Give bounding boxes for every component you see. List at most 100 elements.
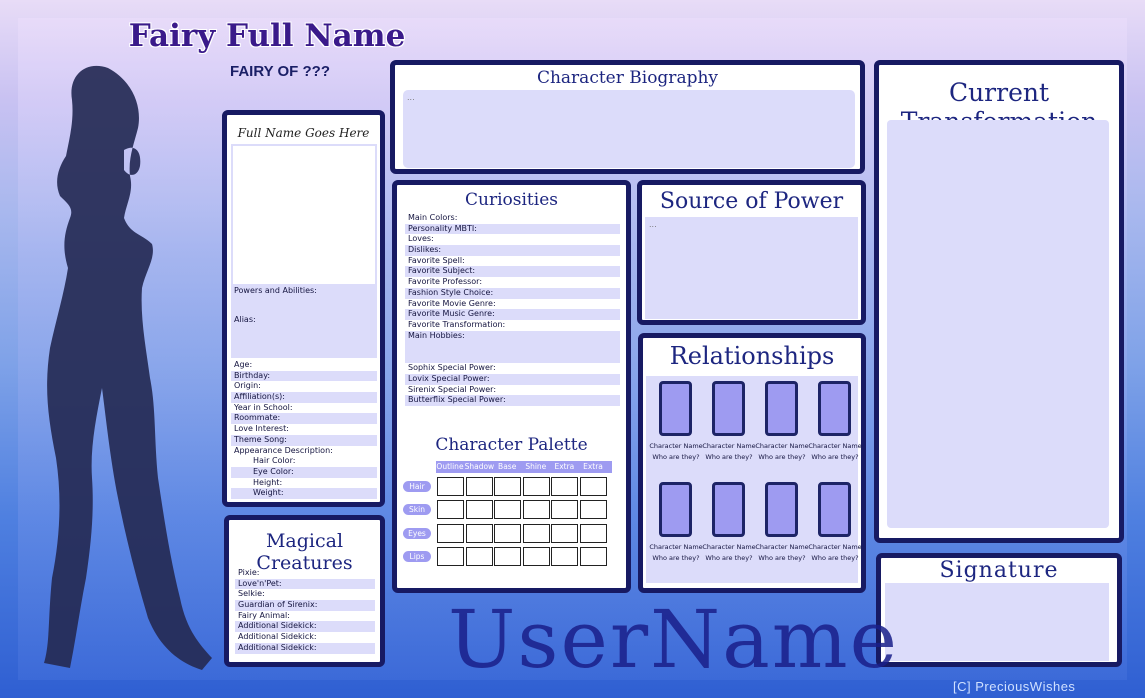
curiosity-field: Favorite Movie Genre: (408, 298, 496, 308)
biography-text: ... (407, 93, 415, 102)
relationship-portrait (659, 482, 692, 537)
curiosity-fields: Main Colors:Personality MBTI:Loves:Disli… (405, 213, 620, 406)
appearance-field: Eye Color: (231, 466, 377, 478)
profile-field: Age: (234, 360, 253, 369)
palette-swatch-cell[interactable] (551, 546, 579, 566)
palette-row-label: Eyes (403, 527, 431, 539)
profile-field: Affiliation(s): (231, 392, 377, 403)
palette-swatch-cell[interactable] (522, 500, 550, 520)
source-title: Source of Power (659, 189, 844, 214)
palette-swatch-cell[interactable] (580, 523, 607, 543)
palette-swatch-cell[interactable] (494, 546, 522, 566)
palette-row-label: Hair (403, 481, 431, 492)
palette-swatch-cell[interactable] (465, 500, 493, 520)
relationship-character-name: Character Name (808, 543, 862, 551)
current-transformation-panel: Current Transformation (874, 60, 1124, 543)
palette-swatch-cell[interactable] (551, 500, 579, 520)
relationship-portrait (765, 482, 798, 537)
palette-swatch-cell[interactable] (465, 523, 493, 543)
curiosity-field: Favorite Music Genre: (405, 309, 620, 320)
profile-field: Year in School: (234, 402, 293, 412)
full-name-placeholder: Full Name Goes Here (237, 126, 370, 140)
magical-creatures-panel: Magical Creatures Pixie:Love'n'Pet:Selki… (224, 515, 385, 667)
curiosity-field: Main Colors: (408, 213, 458, 222)
palette-swatch-cell[interactable] (494, 500, 522, 520)
relationship-description: Who are they? (811, 554, 859, 562)
relationship-description: Who are they? (758, 554, 806, 562)
palette-column-header: Base (498, 462, 517, 471)
profile-field: Love Interest: (234, 424, 289, 434)
palette-swatch-cell[interactable] (437, 500, 464, 520)
palette-swatch-cell[interactable] (437, 546, 464, 566)
creature-field: Fairy Animal: (238, 610, 290, 620)
curiosity-field: Favorite Transformation: (408, 319, 506, 329)
biography-text-area: ... (403, 90, 855, 168)
source-text-area: ... (645, 217, 858, 319)
palette-swatch-cell[interactable] (494, 523, 522, 543)
palette-swatch-cell[interactable] (580, 477, 607, 496)
palette-column-header: Outline (436, 462, 464, 471)
special-power-field: Sophix Special Power: (408, 363, 496, 373)
palette-column-header: Shine (525, 462, 547, 471)
palette-row-label: Skin (403, 504, 431, 516)
relationship-portrait (818, 482, 851, 537)
creature-fields: Pixie:Love'n'Pet:Selkie:Guardian of Sire… (235, 568, 375, 654)
palette-title: Character Palette (435, 435, 588, 455)
palette-column-header: Extra (554, 462, 575, 471)
palette-swatch-cell[interactable] (522, 546, 550, 566)
creature-field: Additional Sidekick: (235, 642, 375, 654)
palette-swatch-cell[interactable] (522, 477, 550, 496)
relationship-character-name: Character Name (808, 442, 862, 450)
palette-swatch-cell[interactable] (437, 523, 464, 543)
palette-swatch-cell[interactable] (551, 477, 579, 496)
curiosity-field: Favorite Spell: (408, 255, 465, 265)
relationship-portrait (712, 482, 745, 537)
curiosity-field: Favorite Professor: (408, 277, 483, 287)
profile-field: Roommate: (231, 413, 377, 425)
relationships-title: Relationships (669, 342, 835, 370)
profile-field: Birthday: (231, 370, 377, 382)
creature-field: Selkie: (238, 589, 265, 599)
curiosity-field: Personality MBTI: (405, 223, 620, 235)
source-of-power-panel: Source of Power ... (637, 180, 866, 325)
creature-field: Love'n'Pet: (235, 578, 375, 590)
palette-swatch-cell[interactable] (522, 523, 550, 543)
palette-swatch-cell[interactable] (580, 500, 607, 520)
relationship-character-name: Character Name (702, 442, 756, 450)
relationship-description: Who are they? (652, 453, 700, 461)
profile-field: Appearance Description: (234, 445, 333, 455)
portrait-image-slot (233, 146, 375, 284)
curiosities-panel: Curiosities Main Colors:Personality MBTI… (392, 180, 631, 593)
curiosity-field: Fashion Style Choice: (405, 287, 620, 299)
creature-field: Guardian of Sirenix: (235, 600, 375, 611)
powers-label: Powers and Abilities: (234, 286, 317, 295)
fairy-silhouette-image (44, 65, 212, 671)
palette-swatch-cell[interactable] (437, 477, 464, 496)
biography-title: Character Biography (536, 68, 719, 88)
curiosity-field: Main Hobbies: (405, 330, 620, 342)
palette-swatch-cell[interactable] (551, 523, 579, 543)
relationship-portrait (765, 381, 798, 436)
palette-swatch-cell[interactable] (494, 477, 522, 496)
palette-swatch-cell[interactable] (580, 546, 607, 566)
alias-label: Alias: (234, 314, 256, 324)
relationship-portrait (712, 381, 745, 436)
palette-swatch-cell[interactable] (465, 546, 493, 566)
credit-text: [C] PreciousWishes (953, 679, 1076, 694)
relationship-description: Who are they? (758, 453, 806, 461)
character-biography-panel: Character Biography ... (390, 60, 865, 174)
relationship-character-name: Character Name (649, 543, 703, 551)
profile-field: Origin: (234, 381, 261, 391)
signature-panel: Signature (876, 553, 1122, 667)
profile-panel: Full Name Goes Here Powers and Abilities… (222, 110, 385, 507)
special-power-field: Sirenix Special Power: (408, 384, 497, 394)
appearance-field: Height: (253, 477, 283, 487)
creature-field: Pixie: (238, 568, 260, 577)
palette-swatch-cell[interactable] (465, 477, 493, 496)
relationship-description: Who are they? (811, 453, 859, 461)
relationship-character-name: Character Name (702, 543, 756, 551)
special-power-field: Butterflix Special Power: (405, 395, 620, 406)
creature-field: Additional Sidekick: (238, 632, 317, 642)
appearance-field: Hair Color: (253, 456, 296, 466)
